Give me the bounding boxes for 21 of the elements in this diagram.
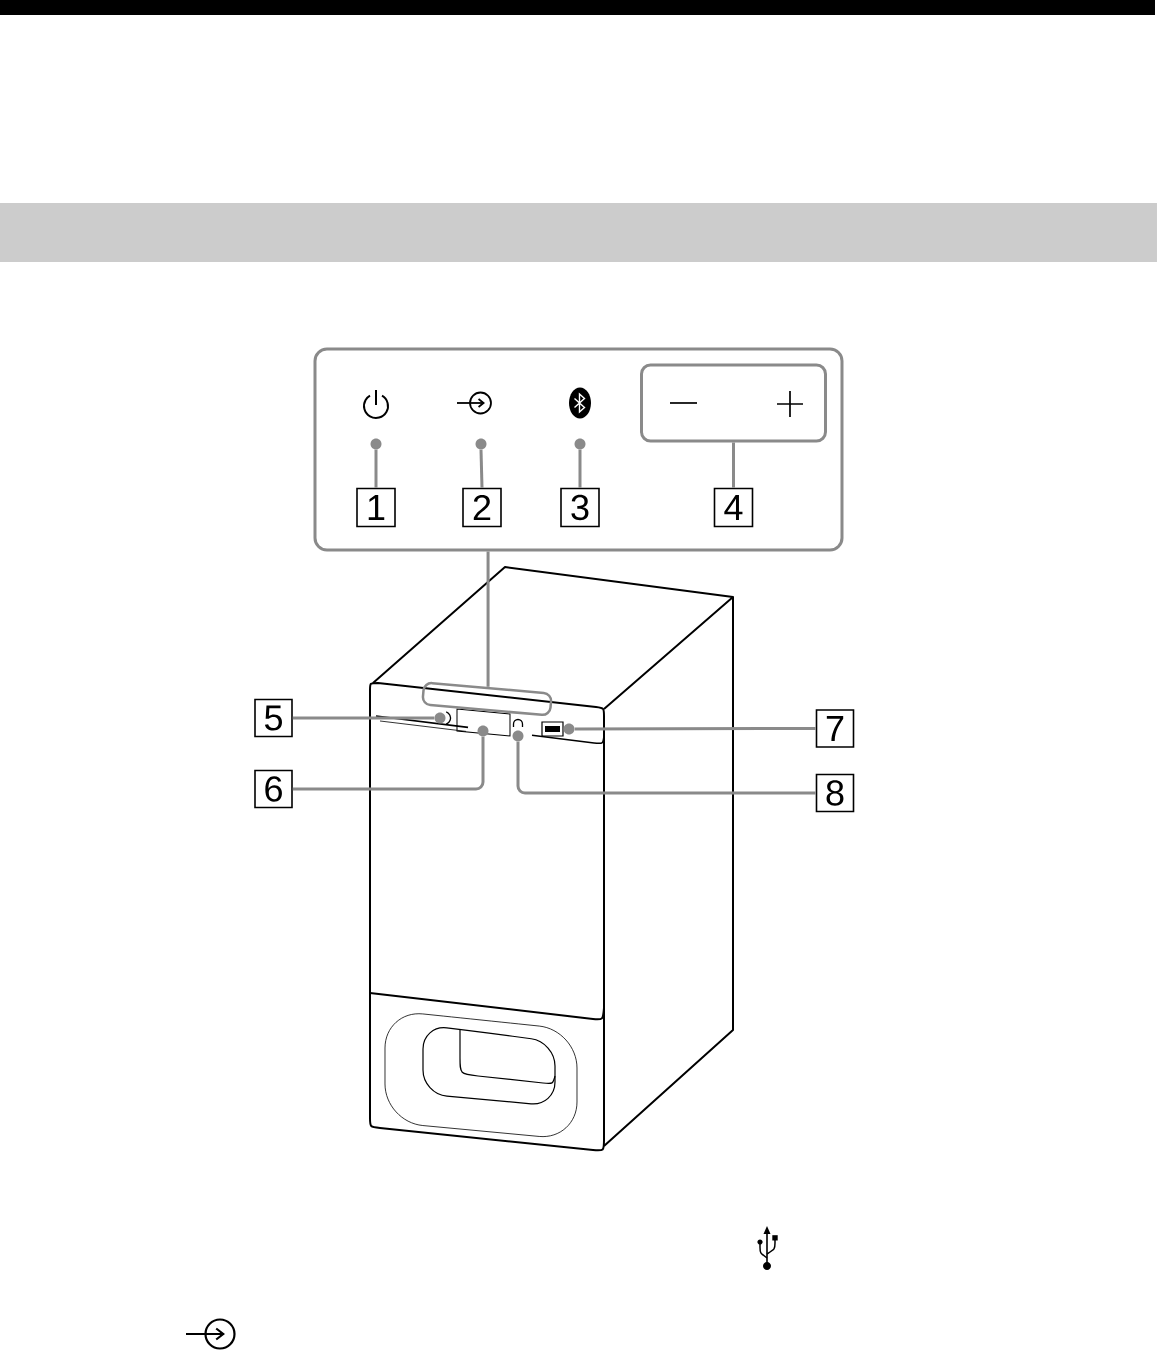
callout-number: 7 — [815, 709, 855, 748]
callout-number: 4 — [713, 487, 754, 528]
leader-line — [574, 727, 816, 731]
volume-buttons-frame — [640, 363, 827, 443]
leader-line — [292, 736, 485, 791]
leader-line — [516, 741, 816, 795]
callout-number: 2 — [462, 487, 502, 528]
callout-number: 6 — [254, 769, 293, 809]
callout-number: 5 — [254, 698, 293, 738]
leader-line — [732, 442, 735, 488]
inset-panel — [313, 347, 844, 552]
leader-line — [578, 449, 582, 488]
leader-line — [374, 449, 378, 488]
callout-number: 1 — [356, 487, 396, 528]
callout-number: 3 — [560, 487, 600, 528]
leader-line — [479, 449, 484, 488]
leader-line — [292, 716, 435, 720]
connector-line — [486, 551, 490, 687]
callout-number: 8 — [815, 773, 855, 813]
top-panel-outline — [421, 681, 553, 717]
section-band — [0, 203, 1157, 262]
